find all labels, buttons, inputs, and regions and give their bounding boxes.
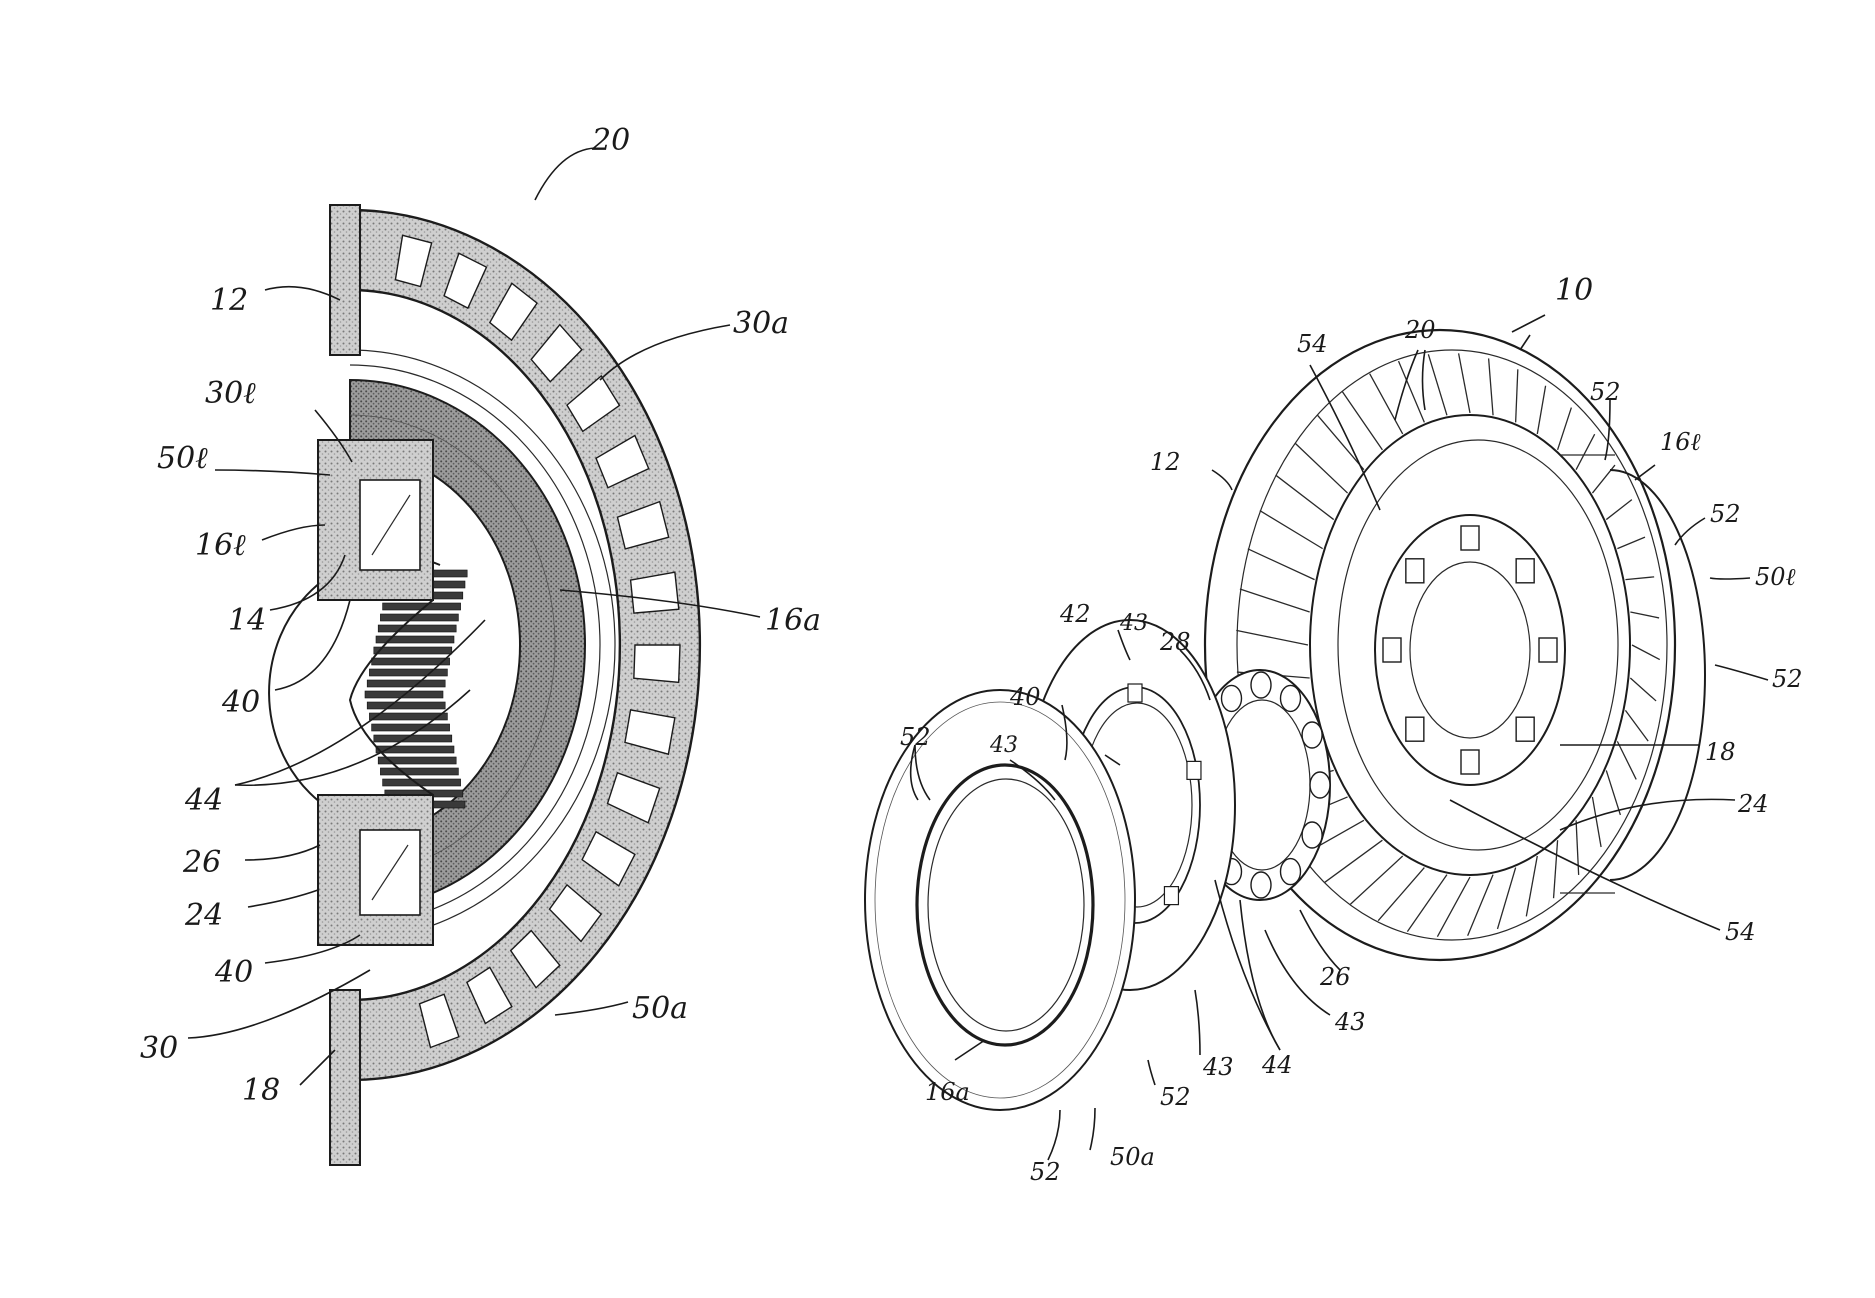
label-52-right: 52 — [1710, 500, 1741, 528]
cage-roller — [1222, 685, 1242, 711]
label-26-right: 26 — [1319, 963, 1351, 991]
frame-spoke-window — [634, 645, 680, 682]
label-52-bottom-2: 52 — [1030, 1158, 1061, 1186]
bore-lug — [1406, 559, 1424, 583]
front-cover-opening-16a — [917, 765, 1093, 1045]
bore-lug — [1516, 559, 1534, 583]
bore-lug — [1461, 750, 1479, 774]
label-30a: 30a — [733, 306, 789, 341]
seal-notch — [1164, 887, 1178, 905]
upper-bearing-cavity-14 — [360, 480, 420, 570]
bearing-roller — [380, 768, 458, 775]
label-50a: 50a — [632, 991, 688, 1026]
label-50a-right: 50a — [1110, 1143, 1155, 1171]
label-16b-right: 16ℓ — [1660, 428, 1701, 456]
label-44: 44 — [184, 783, 223, 818]
label-24: 24 — [184, 898, 223, 933]
cage-roller — [1281, 685, 1301, 711]
label-26: 26 — [182, 845, 221, 880]
label-42: 42 — [1059, 600, 1091, 628]
label-44-right: 44 — [1261, 1051, 1293, 1079]
bore-lug — [1461, 526, 1479, 550]
label-52-bottom-1: 52 — [1160, 1083, 1191, 1111]
label-18: 18 — [242, 1073, 280, 1108]
label-40-lower: 40 — [214, 955, 253, 990]
label-54-bottom: 54 — [1725, 918, 1756, 946]
label-54-top: 54 — [1297, 330, 1328, 358]
bearing-roller — [372, 658, 450, 665]
bore-lug — [1516, 717, 1534, 741]
label-28: 28 — [1159, 628, 1191, 656]
wheel-hub-plate-18 — [1310, 415, 1630, 875]
label-16b: 16ℓ — [195, 528, 246, 563]
label-20-right: 20 — [1404, 316, 1436, 344]
label-40-right: 40 — [1009, 683, 1041, 711]
label-10: 10 — [1555, 273, 1593, 308]
bore-lug — [1383, 638, 1401, 662]
cage-roller — [1302, 722, 1322, 748]
label-16a: 16a — [765, 603, 821, 638]
label-30b: 30ℓ — [205, 376, 256, 411]
cage-roller — [1302, 822, 1322, 848]
bearing-roller — [383, 779, 461, 786]
bearing-roller — [369, 669, 447, 676]
seal-notch — [1128, 684, 1142, 702]
bore-lug — [1406, 717, 1424, 741]
bearing-roller — [372, 724, 450, 731]
cage-roller — [1281, 859, 1301, 885]
label-52-top: 52 — [1590, 378, 1621, 406]
label-50b-right: 50ℓ — [1755, 563, 1796, 591]
bearing-rollers-44 — [365, 570, 467, 808]
label-52-left: 52 — [900, 723, 931, 751]
cage-roller — [1251, 872, 1271, 898]
label-20: 20 — [591, 123, 630, 158]
seal-notch — [1187, 761, 1201, 779]
label-14: 14 — [228, 603, 266, 638]
bore-lug — [1539, 638, 1557, 662]
label-43-left: 43 — [989, 733, 1018, 758]
label-16a-right: 16a — [925, 1078, 970, 1106]
bearing-roller — [378, 625, 456, 632]
label-24-right: 24 — [1737, 790, 1769, 818]
lower-flange — [330, 990, 360, 1165]
bearing-roller — [367, 702, 445, 709]
label-40-upper: 40 — [221, 685, 260, 720]
cage-roller — [1310, 772, 1330, 798]
label-43-top: 43 — [1119, 611, 1148, 636]
label-50b: 50ℓ — [157, 441, 208, 476]
label-12-right: 12 — [1150, 448, 1181, 476]
bearing-roller — [374, 735, 452, 742]
label-18-right: 18 — [1705, 738, 1736, 766]
label-30: 30 — [140, 1031, 178, 1066]
frame-spoke-window — [631, 572, 679, 613]
bearing-roller — [380, 614, 458, 621]
label-43-mid: 43 — [1334, 1008, 1366, 1036]
upper-flange — [330, 205, 360, 355]
label-43-bottom: 43 — [1202, 1053, 1234, 1081]
exploded-assembly-view — [865, 330, 1705, 1110]
bearing-roller — [374, 647, 452, 654]
label-52-far: 52 — [1772, 665, 1803, 693]
label-12: 12 — [210, 283, 248, 318]
bearing-roller — [367, 680, 445, 687]
cage-roller — [1251, 672, 1271, 698]
